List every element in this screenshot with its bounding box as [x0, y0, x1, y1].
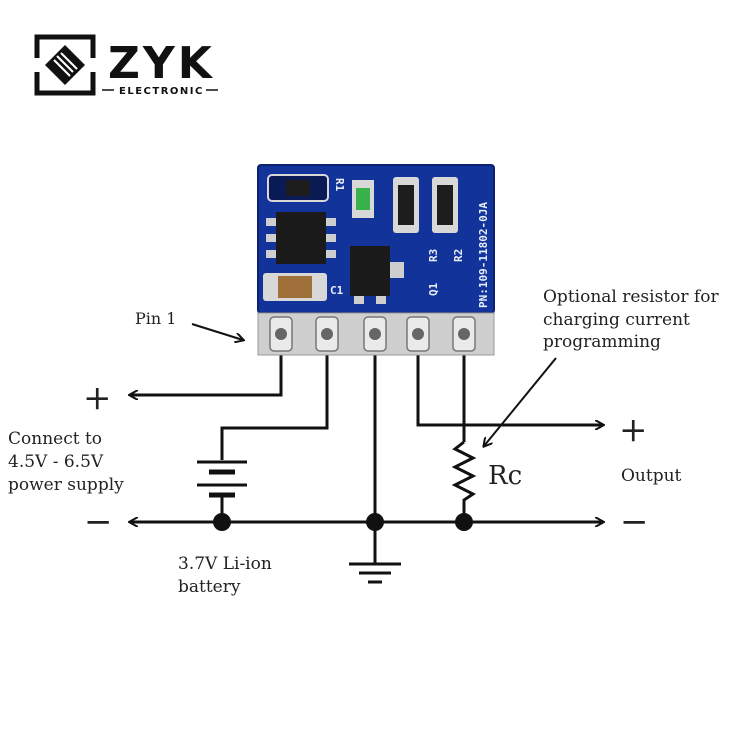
pin1-pointer-arrow [191, 323, 243, 340]
rc-resistor [451, 440, 477, 522]
optional-resistor-line1: Optional resistor for [543, 287, 719, 307]
logo: ZYK ELECTRONIC [30, 34, 218, 97]
logo-brand: ZYK [108, 38, 215, 89]
power-supply-line3: power supply [8, 475, 124, 495]
wire-pin4-output [416, 352, 603, 425]
wiring [130, 352, 603, 563]
rc-pointer-arrow [484, 357, 557, 446]
silk-c1: C1 [330, 284, 344, 297]
pcb-module: R1 C1 Q1 R3 R2 J1 PN:109-11802-0JA [257, 164, 495, 356]
zyk-chip-logo-icon [30, 34, 100, 96]
silk-r1: R1 [333, 178, 346, 192]
optional-resistor-line3: programming [543, 332, 661, 352]
input-plus-sign: + [83, 378, 112, 418]
junction-ground [366, 513, 384, 531]
output-plus-sign: + [619, 410, 648, 450]
output-minus-sign: − [620, 502, 649, 542]
junction-rc [455, 513, 473, 531]
power-supply-line1: Connect to [8, 429, 102, 449]
pin1-label: Pin 1 [135, 309, 176, 328]
silk-r3: R3 [427, 249, 440, 262]
output-label: Output [621, 466, 682, 486]
input-minus-sign: − [84, 502, 113, 542]
silk-r2: R2 [452, 249, 465, 262]
battery-line1: 3.7V Li-ion [178, 554, 272, 574]
silk-part-number: PN:109-11802-0JA [477, 202, 490, 308]
wire-pin1-vin [130, 352, 283, 395]
optional-resistor-line2: charging current [543, 310, 690, 330]
logo-tagline: ELECTRONIC [119, 86, 204, 97]
rc-label: Rc [488, 461, 522, 491]
junction-battery [213, 513, 231, 531]
battery-symbol [197, 460, 247, 498]
power-supply-line2: 4.5V - 6.5V [8, 452, 104, 472]
wire-pin2-battery [220, 352, 329, 460]
ground-symbol [349, 562, 401, 584]
q1-transistor [350, 246, 404, 304]
silk-q1: Q1 [427, 282, 440, 296]
battery-line2: battery [178, 577, 241, 597]
header-pins [269, 316, 476, 352]
charger-ic [266, 212, 336, 264]
